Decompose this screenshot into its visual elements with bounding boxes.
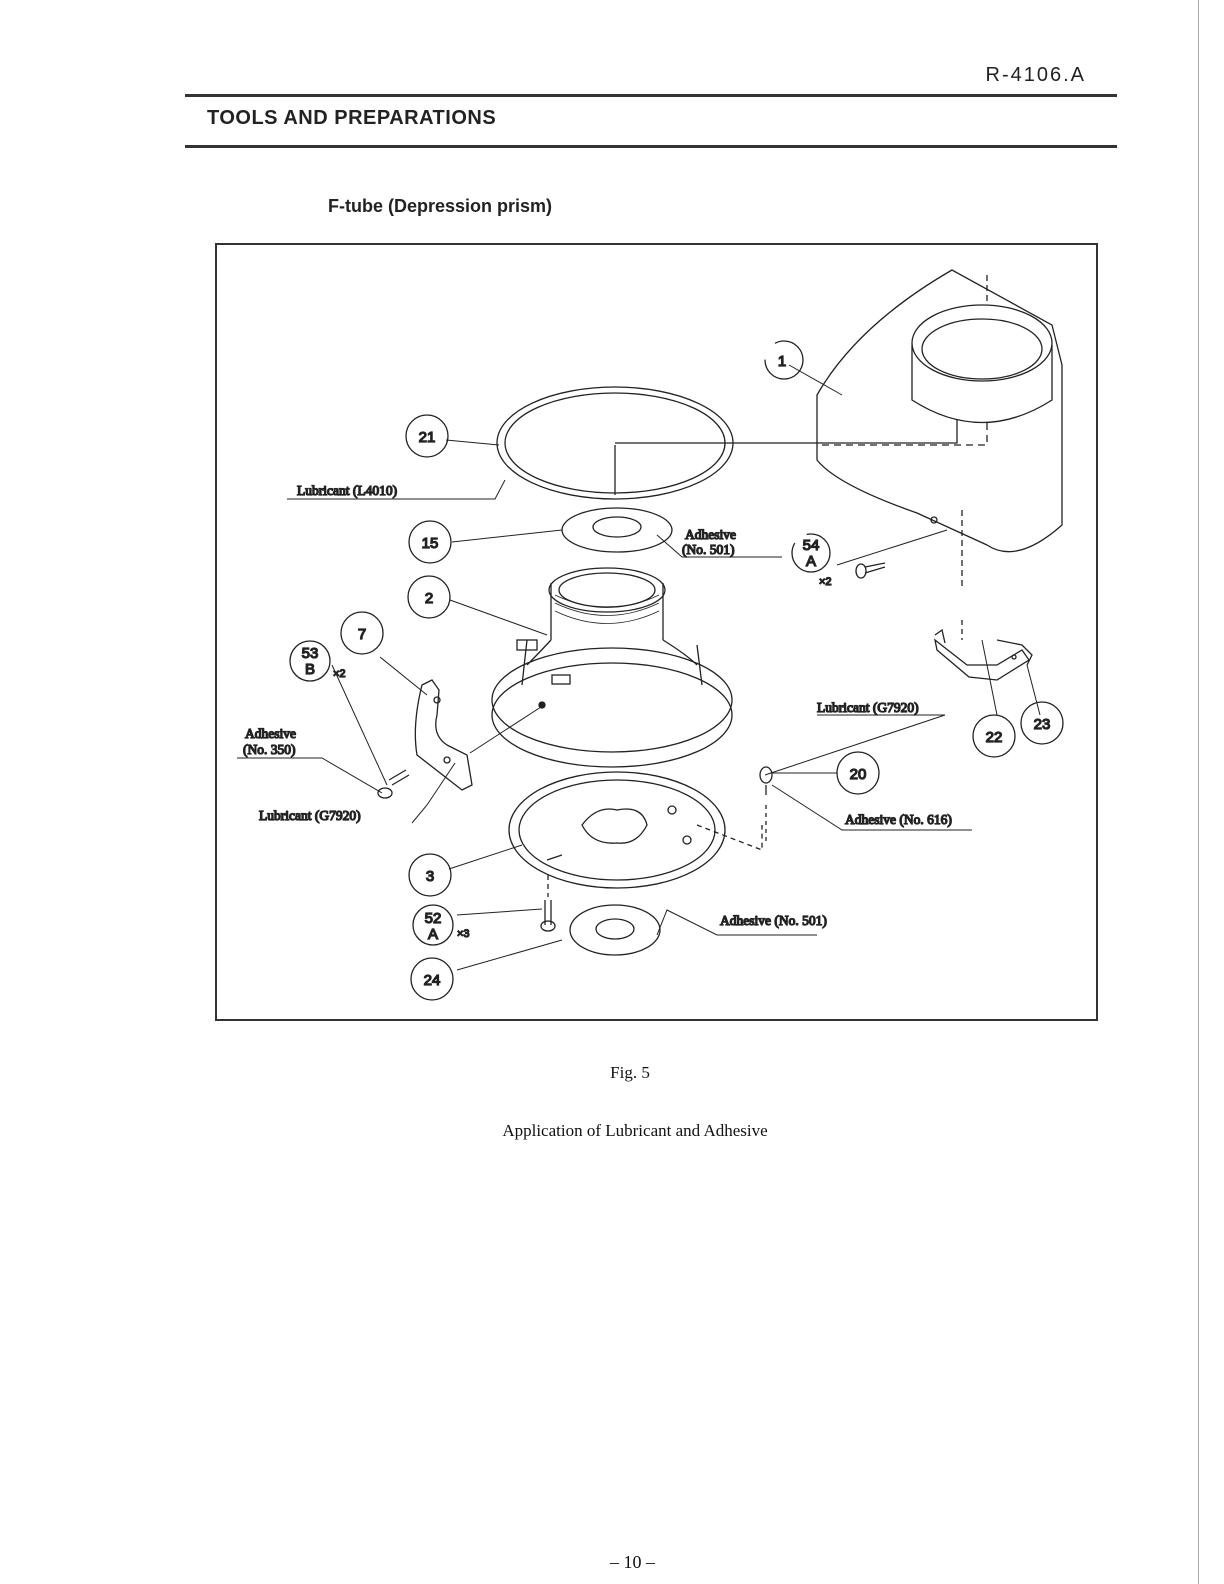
callout-54-sub: A	[806, 553, 816, 570]
label-adhesive-616: Adhesive (No. 616)	[845, 812, 952, 827]
callout-53-sub: B	[305, 661, 315, 678]
label-adhesive-501-bottom: Adhesive (No. 501)	[720, 913, 827, 928]
callout-24-label: 24	[424, 972, 441, 989]
figure-heading: F-tube (Depression prism)	[328, 196, 552, 217]
body-2-illustration	[492, 568, 732, 767]
tube-housing-illustration	[817, 270, 1062, 590]
label-lubricant-l4010: Lubricant (L4010)	[297, 483, 397, 498]
callout-53-label: 53	[302, 645, 319, 662]
header-rule-top	[185, 94, 1117, 97]
base-plate-3-illustration	[509, 772, 762, 888]
figure-description: Application of Lubricant and Adhesive	[0, 1121, 1224, 1141]
header-rule-bottom	[185, 145, 1117, 148]
label-adhesive-350-2: (No. 350)	[243, 742, 296, 757]
washer-15-illustration	[562, 508, 672, 552]
pin-20-illustration	[760, 767, 772, 845]
figure-frame: 1 21 15 2 7 53 B ×2 54 A ×2 3 52 A ×3 24…	[215, 243, 1098, 1021]
callout-22-label: 22	[986, 729, 1003, 746]
figure-caption: Fig. 5	[0, 1063, 1224, 1083]
bracket-7-illustration	[378, 680, 472, 798]
section-title: TOOLS AND PREPARATIONS	[207, 107, 496, 130]
ring-21-illustration	[497, 387, 957, 499]
page-number: – 10 –	[0, 1552, 1224, 1573]
callout-21-label: 21	[419, 429, 436, 446]
label-adhesive-350-1: Adhesive	[245, 726, 296, 741]
screw-52-illustration	[541, 875, 555, 931]
label-adhesive-501-top-1: Adhesive	[685, 527, 736, 542]
callout-52-sub: A	[428, 926, 438, 943]
callout-20-label: 20	[850, 766, 867, 783]
label-lubricant-g7920-left: Lubricant (G7920)	[259, 808, 361, 823]
callout-1-label: 1	[778, 353, 786, 370]
callout-23-label: 23	[1034, 716, 1051, 733]
callout-3-label: 3	[426, 868, 434, 885]
scan-margin-line	[1198, 0, 1199, 1584]
label-lubricant-g7920-right: Lubricant (G7920)	[817, 700, 919, 715]
callout-54-qty: ×2	[819, 576, 832, 588]
washer-24-illustration	[570, 905, 660, 955]
callout-54-label: 54	[803, 537, 820, 554]
callout-2-label: 2	[425, 590, 433, 607]
callout-15-label: 15	[422, 535, 439, 552]
exploded-diagram: 1 21 15 2 7 53 B ×2 54 A ×2 3 52 A ×3 24…	[217, 245, 1098, 1021]
callout-53-qty: ×2	[333, 668, 346, 680]
callout-52-label: 52	[425, 910, 442, 927]
label-adhesive-501-top-2: (No. 501)	[682, 542, 735, 557]
callout-52-qty: ×3	[457, 928, 470, 940]
screw-54-illustration	[856, 563, 885, 578]
callout-7-label: 7	[358, 626, 366, 643]
document-code: R-4106.A	[986, 64, 1087, 87]
